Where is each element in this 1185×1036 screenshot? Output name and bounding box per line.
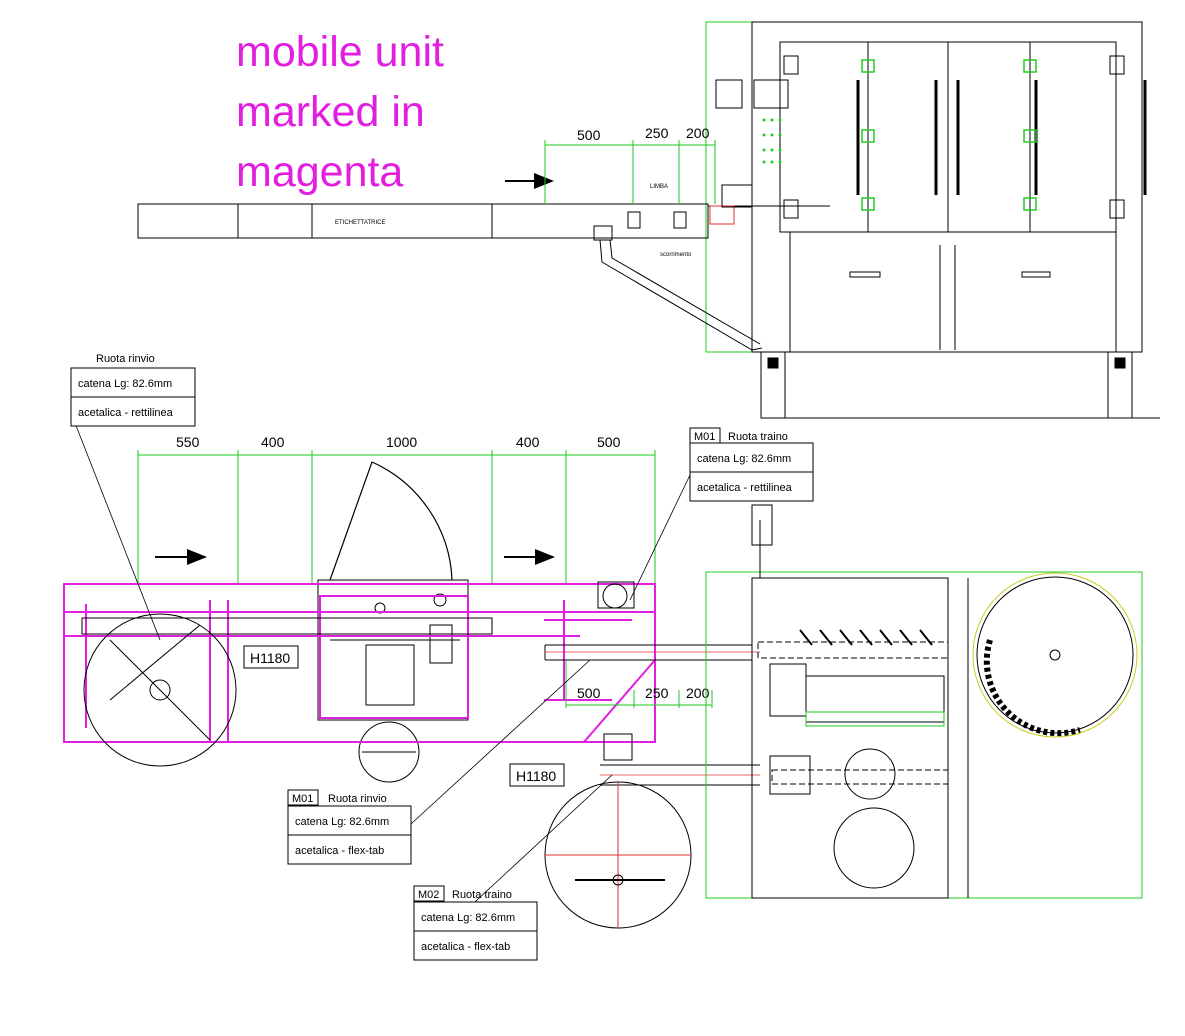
callout-1-title: Ruota rinvio — [96, 353, 155, 365]
leader-lines — [74, 422, 691, 926]
support-wheel — [358, 721, 420, 783]
callout-ruota-rinvio-top: Ruota rinvio catena Lg: 82.6mm acetalica… — [70, 353, 196, 427]
bottom-conveyor — [544, 644, 760, 786]
callout-2-tag: M01 — [694, 431, 715, 443]
top-conveyor — [137, 184, 830, 351]
callout-1-row-1: catena Lg: 82.6mm — [78, 378, 172, 390]
drive-wheel — [544, 733, 692, 929]
annotation-line-3: magenta — [236, 148, 404, 196]
guide-rail — [81, 617, 493, 635]
dim-1000: 1000 — [386, 434, 417, 450]
callout-2-title: Ruota traino — [728, 431, 788, 443]
top-small-label-2: scorrimento — [660, 252, 692, 258]
top-view: ETICHETTATRICE LIMBA scorrimento 500 250… — [137, 21, 1160, 419]
callout-3-row-1: catena Lg: 82.6mm — [295, 816, 389, 828]
callout-2-row-2: acetalica - rettilinea — [697, 482, 793, 494]
mobile-unit-annotation: mobile unit marked in magenta — [236, 22, 444, 202]
height-label-2: H1180 — [516, 768, 556, 784]
top-dim-3: 200 — [686, 125, 710, 141]
callout-3-row-2: acetalica - flex-tab — [295, 845, 384, 857]
callout-4-row-2: acetalica - flex-tab — [421, 941, 510, 953]
central-module — [317, 579, 469, 721]
mobile-unit-frame — [63, 583, 656, 743]
callout-4-title: Ruota traino — [452, 889, 512, 901]
callout-1-row-2: acetalica - rettilinea — [78, 407, 174, 419]
callout-3-title: Ruota rinvio — [328, 793, 387, 805]
bottom-dimension-line-upper — [137, 450, 656, 585]
bottom-dimension-line-lower — [565, 660, 713, 708]
bottom-view: 550 400 1000 400 500 — [63, 422, 1143, 929]
callout-m01-ruota-traino: M01 Ruota traino catena Lg: 82.6mm aceta… — [689, 427, 814, 502]
height-label-1: H1180 — [250, 650, 290, 666]
callout-m02-ruota-traino: M02 Ruota traino catena Lg: 82.6mm aceta… — [413, 885, 538, 961]
callout-4-tag: M02 — [418, 889, 439, 901]
callout-3-tag: M01 — [292, 793, 313, 805]
lower-dim-1: 500 — [577, 685, 601, 701]
dim-500: 500 — [597, 434, 621, 450]
callout-2-row-1: catena Lg: 82.6mm — [697, 453, 791, 465]
dim-400-a: 400 — [261, 434, 285, 450]
lower-dim-2: 250 — [645, 685, 669, 701]
lower-dim-3: 200 — [686, 685, 710, 701]
top-machine — [705, 21, 1160, 419]
top-dim-1: 500 — [577, 127, 601, 143]
guard-arc — [329, 461, 453, 581]
top-dim-2: 250 — [645, 125, 669, 141]
annotation-line-1: mobile unit — [236, 28, 444, 76]
bottom-machine — [705, 504, 1143, 899]
annotation-line-2: marked in — [236, 88, 425, 136]
callout-m01-ruota-rinvio: M01 Ruota rinvio catena Lg: 82.6mm aceta… — [287, 789, 412, 865]
dim-400-b: 400 — [516, 434, 540, 450]
top-dimension-line — [544, 140, 716, 204]
return-wheel — [83, 613, 237, 767]
dim-550: 550 — [176, 434, 200, 450]
callout-4-row-1: catena Lg: 82.6mm — [421, 912, 515, 924]
conveyor-label: ETICHETTATRICE — [335, 220, 385, 226]
top-small-label-1: LIMBA — [650, 184, 668, 190]
